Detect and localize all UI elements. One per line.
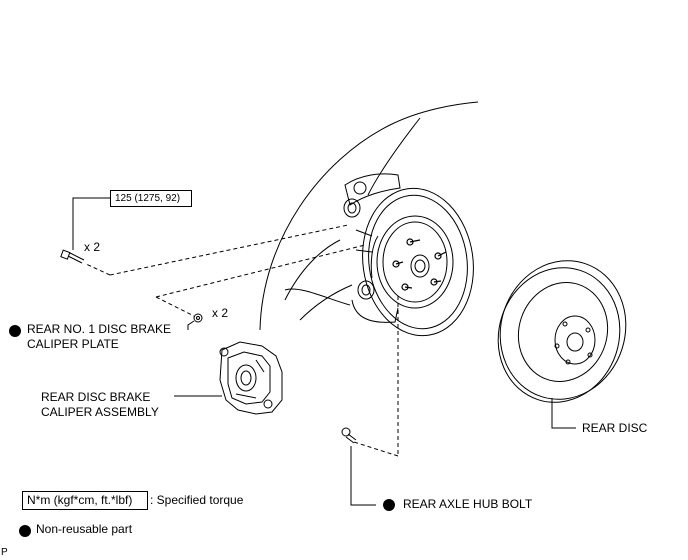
caliper-drawing <box>219 341 283 415</box>
non-reusable-marker <box>383 499 395 511</box>
legend-non-reusable: Non-reusable part <box>36 522 133 536</box>
body-silhouette <box>259 101 479 331</box>
assembly-guide-lines <box>85 224 399 457</box>
rear-disc-label: REAR DISC <box>582 421 648 435</box>
non-reusable-marker <box>9 325 21 337</box>
caliper-plate-label-line1: REAR NO. 1 DISC BRAKE <box>27 322 172 336</box>
legend-torque-units: N*m (kgf*cm, ft.*lbf) <box>27 493 133 507</box>
legend-torque-units-box: N*m (kgf*cm, ft.*lbf) <box>22 491 148 510</box>
legend-non-reusable-marker <box>19 525 31 537</box>
torque-value-box: 125 (1275, 92) <box>110 190 192 207</box>
legend-torque-description: : Specified torque <box>150 493 244 507</box>
hub-assembly <box>343 173 474 337</box>
hub-bolt-drawing <box>341 427 357 444</box>
caliper-assembly-label-line2: CALIPER ASSEMBLY <box>41 405 159 419</box>
plate-part-drawing <box>193 313 203 323</box>
torque-value: 125 (1275, 92) <box>115 193 181 204</box>
caliper-plate-label-line2: CALIPER PLATE <box>27 337 119 351</box>
plate-quantity: x 2 <box>212 306 229 320</box>
corner-mark: P <box>1 547 8 558</box>
hub-bolt-label: REAR AXLE HUB BOLT <box>403 497 533 511</box>
caliper-assembly-label-line1: REAR DISC BRAKE <box>41 390 151 404</box>
leader-lines <box>72 197 576 506</box>
rear-disc-drawing <box>497 260 627 403</box>
bolt-quantity: x 2 <box>84 240 101 254</box>
caliper-bolt-drawing <box>60 249 85 264</box>
